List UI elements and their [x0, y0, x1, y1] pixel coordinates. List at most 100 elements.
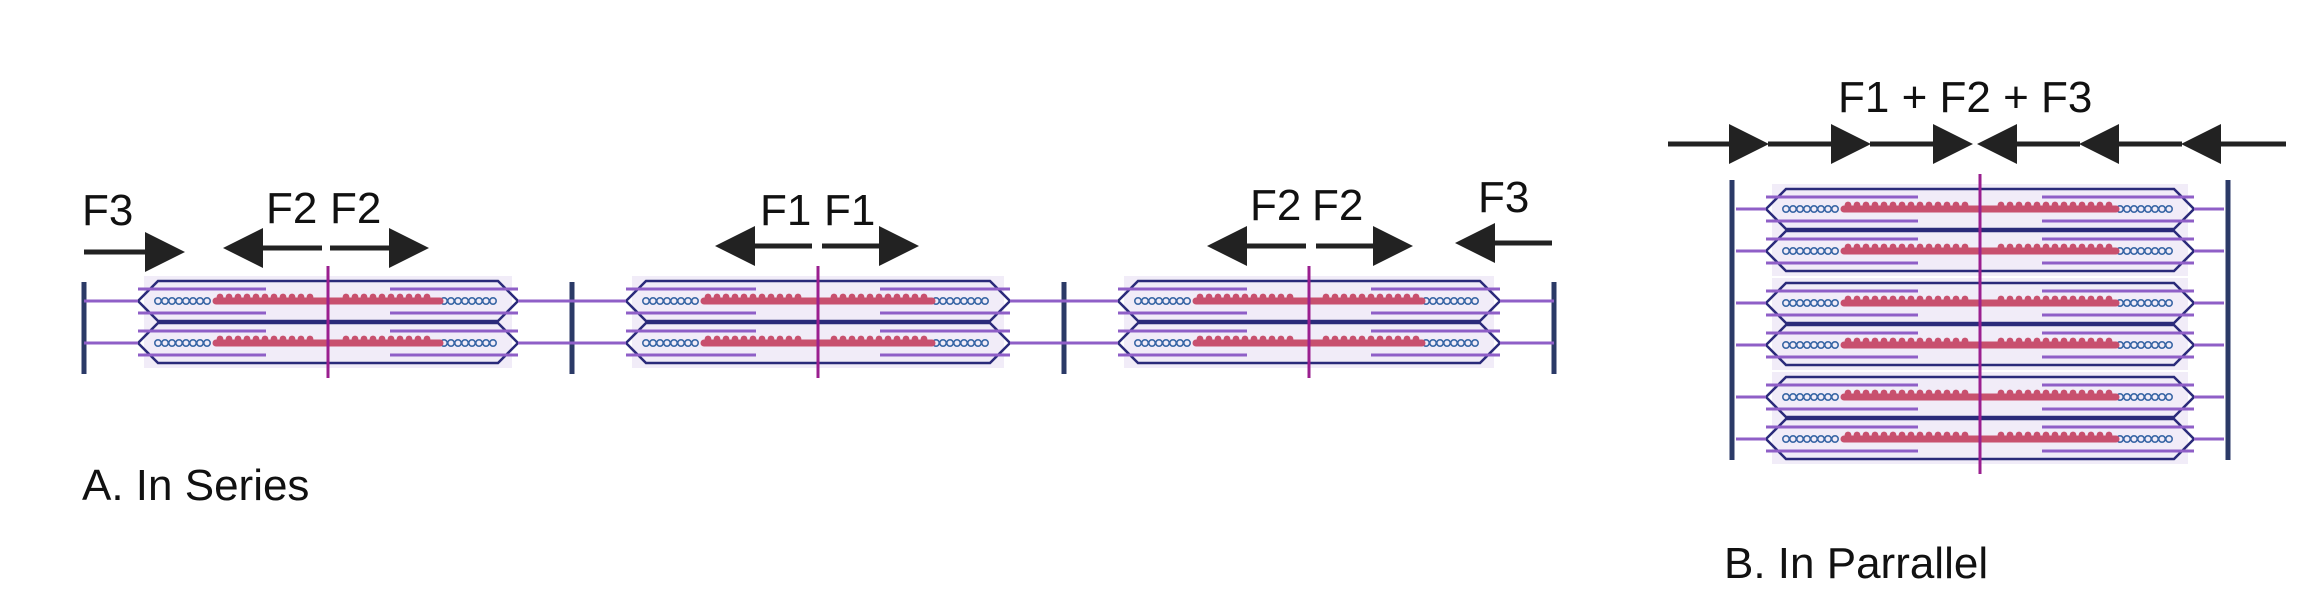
myosin-head [1943, 431, 1951, 439]
myosin-head [1871, 243, 1879, 251]
myosin-head [2042, 201, 2050, 209]
myosin-head [396, 293, 404, 301]
myosin-head [261, 293, 269, 301]
myosin-head [1961, 431, 1969, 439]
myosin-head [1880, 295, 1888, 303]
myosin-head [2096, 389, 2104, 397]
myosin-head [2024, 389, 2032, 397]
myosin-head [1196, 335, 1204, 343]
myosin-head [1286, 293, 1294, 301]
myosin-head [1997, 389, 2005, 397]
myosin-head [1214, 335, 1222, 343]
myosin-head [713, 335, 721, 343]
myosin-head [2069, 295, 2077, 303]
parallel-panel: F1 + F2 + F3 B. In Parrallel [1668, 73, 2286, 588]
myosin-head [2069, 431, 2077, 439]
myosin-head [1394, 335, 1402, 343]
myosin-head [2087, 295, 2095, 303]
myosin-head [2033, 243, 2041, 251]
label-f3-right: F3 [1478, 173, 1529, 222]
myosin-head [1349, 335, 1357, 343]
myosin-head [1952, 389, 1960, 397]
myosin-head [1934, 431, 1942, 439]
myosin-head [1853, 337, 1861, 345]
myosin-head [1934, 201, 1942, 209]
myosin-head [1925, 201, 1933, 209]
myosin-head [2087, 337, 2095, 345]
myosin-head [2024, 295, 2032, 303]
titin-coil [203, 338, 212, 347]
myosin-head [2069, 337, 2077, 345]
myosin-head [2015, 243, 2023, 251]
myosin-head [749, 335, 757, 343]
myosin-head [1916, 295, 1924, 303]
myosin-head [2105, 243, 2113, 251]
myosin-head [1916, 389, 1924, 397]
myosin-head [2078, 389, 2086, 397]
myosin-head [279, 335, 287, 343]
myosin-head [785, 293, 793, 301]
myosin-head [1925, 389, 1933, 397]
myosin-head [911, 293, 919, 301]
myosin-head [2015, 431, 2023, 439]
myosin-head [1925, 431, 1933, 439]
myosin-head [396, 335, 404, 343]
myosin-head [1952, 295, 1960, 303]
myosin-head [884, 335, 892, 343]
parallel-force-label: F1 + F2 + F3 [1838, 73, 2092, 122]
myosin-head [1952, 201, 1960, 209]
myosin-head [1997, 201, 2005, 209]
myosin-head [405, 335, 413, 343]
myosin-head [776, 335, 784, 343]
myosin-head [351, 293, 359, 301]
myosin-head [1889, 201, 1897, 209]
myosin-head [423, 335, 431, 343]
myosin-head [1223, 293, 1231, 301]
myosin-head [2006, 337, 2014, 345]
myosin-head [297, 293, 305, 301]
myosin-head [2069, 243, 2077, 251]
titin-coil [1183, 338, 1192, 347]
myosin-head [1907, 201, 1915, 209]
myosin-head [1961, 295, 1969, 303]
titin-coil [2165, 298, 2174, 307]
myosin-head [893, 335, 901, 343]
label-f2-b-left: F2 [1250, 181, 1301, 230]
myosin-head [1862, 295, 1870, 303]
myosin-head [2033, 337, 2041, 345]
myosin-head [866, 335, 874, 343]
myosin-head [2006, 431, 2014, 439]
myosin-head [1943, 201, 1951, 209]
myosin-head [758, 335, 766, 343]
myosin-head [1997, 243, 2005, 251]
myosin-head [911, 335, 919, 343]
myosin-head [830, 293, 838, 301]
titin-coil [203, 296, 212, 305]
label-f2-a-left: F2 [266, 184, 317, 233]
myosin-head [2096, 337, 2104, 345]
myosin-head [1880, 431, 1888, 439]
myosin-head [2006, 243, 2014, 251]
myosin-head [2096, 243, 2104, 251]
myosin-head [1241, 293, 1249, 301]
myosin-head [378, 293, 386, 301]
myosin-head [234, 335, 242, 343]
myosin-head [2051, 389, 2059, 397]
myosin-head [1916, 337, 1924, 345]
myosin-head [1871, 295, 1879, 303]
myosin-head [1286, 335, 1294, 343]
myosin-head [857, 293, 865, 301]
titin-coil [1183, 296, 1192, 305]
myosin-head [1898, 243, 1906, 251]
myosin-head [2042, 337, 2050, 345]
titin-coil [1831, 247, 1840, 256]
myosin-head [1934, 389, 1942, 397]
myosin-head [1844, 431, 1852, 439]
myosin-head [360, 293, 368, 301]
myosin-head [1961, 201, 1969, 209]
titin-coil [980, 338, 989, 347]
myosin-head [288, 293, 296, 301]
myosin-head [1916, 201, 1924, 209]
myosin-head [1853, 201, 1861, 209]
myosin-head [1412, 335, 1420, 343]
